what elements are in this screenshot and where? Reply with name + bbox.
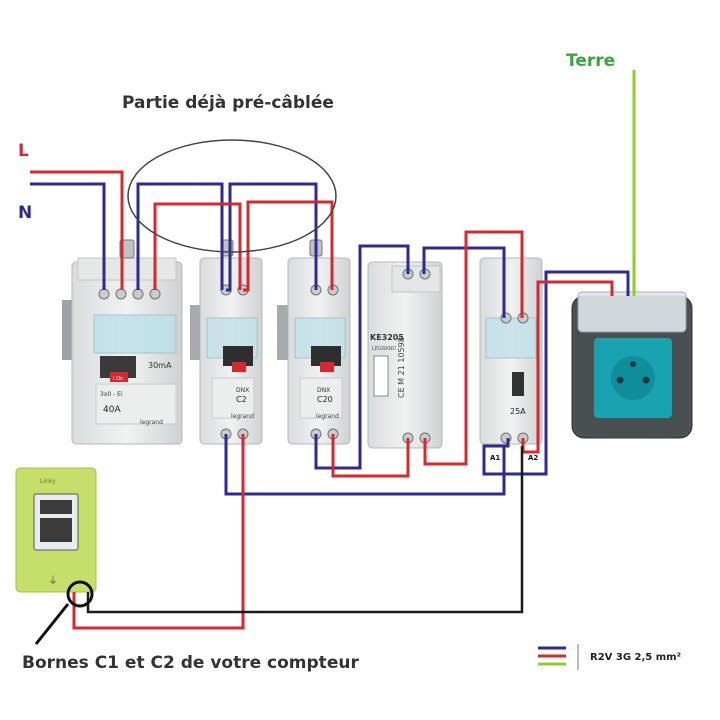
phase-label: L: [18, 141, 29, 161]
terminal-highlight: [66, 580, 94, 608]
meter-code: CE M 21 10598: [397, 337, 406, 398]
legend: R2V 3G 2,5 mm²: [538, 644, 681, 670]
wire-n-meter-contactor: [422, 246, 506, 318]
diff-sensitivity: 30mA: [148, 361, 172, 370]
c2-brand: legrand: [231, 413, 254, 420]
meter-brand: LEGRAND: [372, 346, 396, 352]
wire-l-c20-meter: [331, 434, 410, 478]
wire-l-c2-c20: [243, 200, 334, 292]
wire-l-in: [30, 170, 124, 290]
wire-n-contactor-socket: [482, 270, 630, 476]
c20-brand: legrand: [316, 413, 339, 420]
wire-l-diff-c2: [153, 202, 242, 290]
wire-n-in: [30, 182, 106, 290]
diff-rating: 40A: [103, 405, 121, 415]
legend-label: R2V 3G 2,5 mm²: [590, 652, 681, 663]
c20-type: DNX: [317, 387, 330, 394]
contactor-rating: 25A: [510, 407, 526, 416]
wire-n-c2-c20: [226, 182, 318, 292]
title-label: Partie déjà pré-câblée: [122, 93, 334, 113]
energy-meter: KE3205 LEGRAND CE M 21 10598: [367, 261, 443, 449]
earth-label: Terre: [566, 51, 615, 71]
breaker-c2: DNX C2 legrand: [199, 239, 263, 445]
breaker-c20: DNX C20 legrand: [287, 239, 351, 445]
wire-n-diff-c2: [136, 182, 224, 290]
control-wire: [86, 446, 524, 614]
neutral-label: N: [18, 203, 32, 223]
svg-text:⏚: ⏚: [48, 575, 58, 587]
linky-meter: Linky ⏚: [15, 467, 97, 593]
diff-code: 3x0 - Ei: [100, 391, 123, 398]
prewired-ellipse: [127, 139, 337, 253]
meter-model: KE3205: [370, 333, 404, 342]
wire-l-meter-contactor: [423, 230, 524, 466]
socket-outlet: [571, 291, 693, 439]
wire-n-c2-a1: [224, 434, 506, 496]
wire-n-c20-meter: [314, 244, 410, 470]
differential-switch: 3x0 - Ei 40A 30mA I.On legrand: [71, 239, 183, 445]
pointer-line: [34, 603, 70, 645]
diff-small: I.On: [113, 376, 123, 382]
diff-brand: legrand: [140, 419, 163, 426]
wire-l-c2-linky: [72, 434, 245, 630]
c2-type: DNX: [236, 387, 249, 394]
c20-rating: C20: [317, 395, 333, 404]
contactor: 25A: [479, 257, 543, 445]
a2-label: A2: [528, 454, 538, 462]
bornes-label: Bornes C1 et C2 de votre compteur: [22, 653, 359, 673]
neutral-wires: [30, 182, 630, 496]
c2-rating: C2: [236, 395, 247, 404]
a1-label: A1: [490, 454, 500, 462]
linky-brand: Linky: [40, 478, 56, 485]
